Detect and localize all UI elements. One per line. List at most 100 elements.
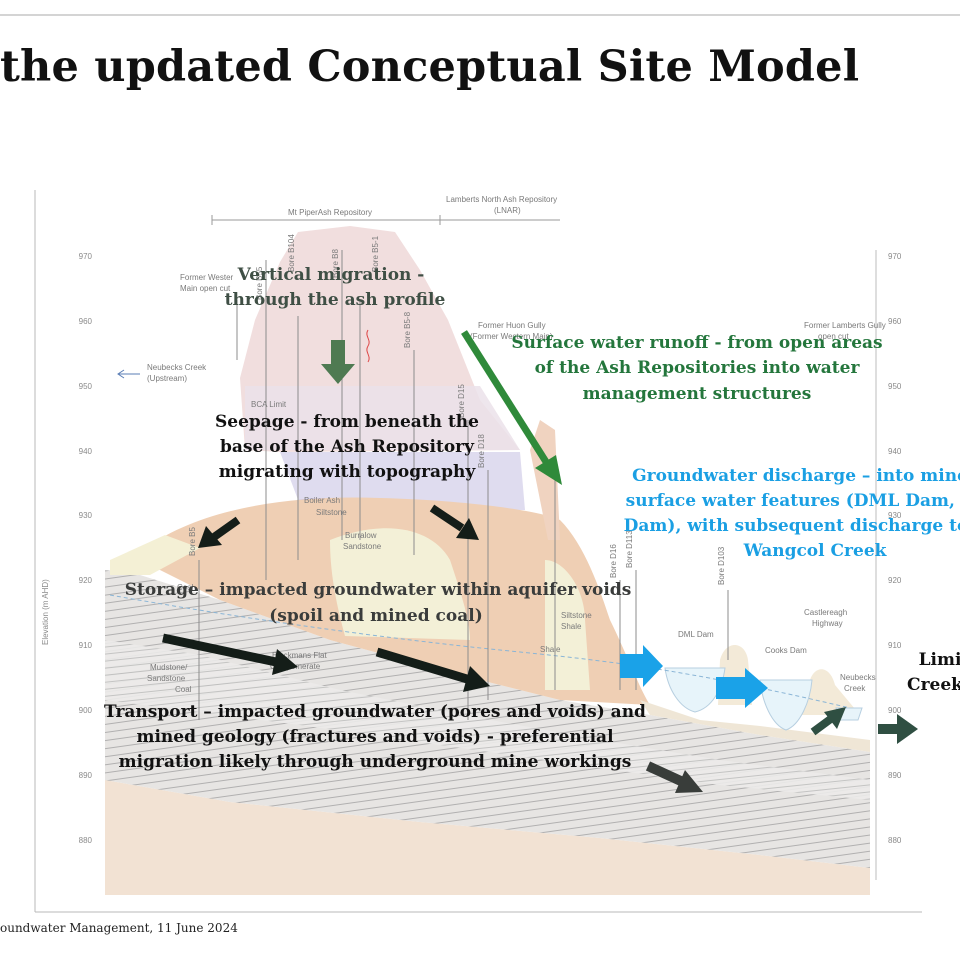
mine-workings-arrow-icon xyxy=(645,761,703,793)
right-tick: 930 xyxy=(888,511,902,520)
burralow-label: Burralow xyxy=(345,531,377,540)
upstream-arrow-icon xyxy=(117,369,140,379)
slide-top-border xyxy=(0,14,960,16)
former-western-label: Former Wester xyxy=(180,273,234,282)
runoff-arrow-icon xyxy=(461,330,562,485)
neubecks-upstream-label: Neubecks Creek xyxy=(147,363,207,372)
former-huon-sub-label: (Former Western Main) xyxy=(470,332,553,341)
right-tick: 960 xyxy=(888,317,902,326)
runoff-line-1: Surface water runoff - from open areas xyxy=(511,333,882,353)
former-huon-label: Former Huon Gully xyxy=(478,321,546,330)
vertical-migration-line-1: Vertical migration - xyxy=(237,265,425,285)
boiler-ash-layer xyxy=(280,452,525,512)
left-tick: 880 xyxy=(79,836,93,845)
runoff-line-2: of the Ash Repositories into water xyxy=(535,358,861,378)
right-tick: 920 xyxy=(888,576,902,585)
right-tick: 910 xyxy=(888,641,902,650)
limit-creek-line-1: Limi xyxy=(919,650,960,670)
former-western-sub-label: Main open cut xyxy=(180,284,231,293)
left-tick: 900 xyxy=(79,706,93,715)
gw-discharge-line-3: Dam), with subsequent discharge to xyxy=(624,516,960,536)
gw-discharge-line-1: Groundwater discharge – into mine xyxy=(632,466,960,486)
former-lamberts-sub-label: open cut xyxy=(818,332,849,341)
lnar-abbrev-label: (LNAR) xyxy=(494,206,521,215)
left-tick: 940 xyxy=(79,447,93,456)
gw-discharge-line-4: Wangcol Creek xyxy=(743,541,888,561)
right-tick: 950 xyxy=(888,382,902,391)
bore-label: Bore B55 xyxy=(255,266,264,300)
bore-label: Bore D18 xyxy=(477,434,486,468)
siltstone-label: Siltstone xyxy=(316,508,347,517)
feature-labels: Neubecks Creek (Upstream) Former Wester … xyxy=(117,273,886,694)
transport-line-2: mined geology (fractures and voids) - pr… xyxy=(136,727,614,747)
vertical-migration-line-2: through the ash profile xyxy=(225,290,446,310)
lower-basement-layer xyxy=(105,780,870,895)
bore-label: Bore B104 xyxy=(287,234,296,272)
slide-footer: oundwater Management, 11 June 2024 xyxy=(0,921,238,935)
castlereagh-highway-label: Highway xyxy=(812,619,843,628)
seepage-line-2: base of the Ash Repository xyxy=(220,437,475,457)
castlereagh-label: Castlereagh xyxy=(804,608,847,617)
water-table-line xyxy=(109,594,851,709)
left-tick: 950 xyxy=(79,382,93,391)
mined-coal-measures xyxy=(105,570,870,868)
coal-lower-label: Coal xyxy=(175,685,192,694)
left-tick: 930 xyxy=(79,511,93,520)
seepage-line-3: migrating with topography xyxy=(219,462,477,482)
red-squiggle-icon xyxy=(366,329,370,363)
elevation-axis-label: Elevation (m AHD) xyxy=(41,579,50,645)
geologic-strata xyxy=(105,226,870,895)
cooks-dam-water xyxy=(759,679,813,731)
storage-arrow-2-icon xyxy=(375,647,490,692)
right-tick: 970 xyxy=(888,252,902,261)
storage-line-1: Storage – impacted groundwater within aq… xyxy=(125,580,632,600)
boiler-ash-label: Boiler Ash xyxy=(304,496,340,505)
burralow-sandstone-label: Sandstone xyxy=(343,542,382,551)
lnar-label: Lamberts North Ash Repository xyxy=(446,195,557,204)
left-tick: 970 xyxy=(79,252,93,261)
right-elevation-axis: 970 960 950 940 930 920 910 900 890 880 xyxy=(875,250,902,880)
right-tick: 900 xyxy=(888,706,902,715)
vertical-migration-arrow-icon xyxy=(321,340,355,384)
bore-label: Bore B5-1 xyxy=(371,235,380,272)
neubecks-creek-label: Neubecks xyxy=(840,673,876,682)
seepage-right-arrow-icon xyxy=(429,504,479,540)
right-hill-2 xyxy=(800,669,860,715)
diagram-frame xyxy=(34,190,922,913)
left-elevation-axis: 970 960 950 940 930 920 910 900 890 880 xyxy=(79,252,93,845)
gw-discharge-arrow-2-icon xyxy=(716,668,768,708)
gw-discharge-arrow-1-icon xyxy=(620,645,663,687)
slide-title: the updated Conceptual Site Model xyxy=(0,42,860,92)
process-arrows xyxy=(162,329,918,793)
mudstone-sandstone-label: Sandstone xyxy=(147,674,186,683)
blackmans-flat-label: Blackmans Flat xyxy=(272,651,327,660)
annotations: Vertical migration - through the ash pro… xyxy=(104,265,960,772)
bore-label: Bore B5 xyxy=(188,527,197,556)
storage-line-2: (spoil and mined coal) xyxy=(269,606,483,626)
storage-arrow-1-icon xyxy=(162,633,298,675)
coal-label: Coal xyxy=(177,583,194,592)
siltstone-shale-label: Siltstone xyxy=(561,611,592,620)
burralow-sandstone xyxy=(330,528,470,640)
runoff-line-3: management structures xyxy=(583,384,812,404)
left-tick: 910 xyxy=(79,641,93,650)
bca-limit-band xyxy=(245,386,520,450)
dml-dam-label: DML Dam xyxy=(678,630,714,639)
creek-outflow-arrow-icon xyxy=(810,707,846,736)
bore-labels: Bore B55 Bore B104 Bore B8 Bore B5-1 Bor… xyxy=(188,234,726,585)
right-tick: 940 xyxy=(888,447,902,456)
siltstone-lens xyxy=(545,560,590,690)
right-tick: 890 xyxy=(888,771,902,780)
mudstone-label: Mudstone/ xyxy=(150,663,188,672)
left-tick: 920 xyxy=(79,576,93,585)
mt-piper-repository-label: Mt PiperAsh Repository xyxy=(288,208,372,217)
limit-creek-line-2: Creek xyxy=(907,675,960,695)
former-lamberts-label: Former Lamberts Gully xyxy=(804,321,886,330)
repository-headers: Mt PiperAsh Repository Lamberts North As… xyxy=(211,195,560,225)
right-terrain xyxy=(640,700,870,752)
bca-limit-label: BCA Limit xyxy=(251,400,287,409)
bore-label: Bore D113 xyxy=(625,530,634,568)
bore-label: Bore D16 xyxy=(609,544,618,578)
bore-label: Bore D103 xyxy=(717,546,726,585)
